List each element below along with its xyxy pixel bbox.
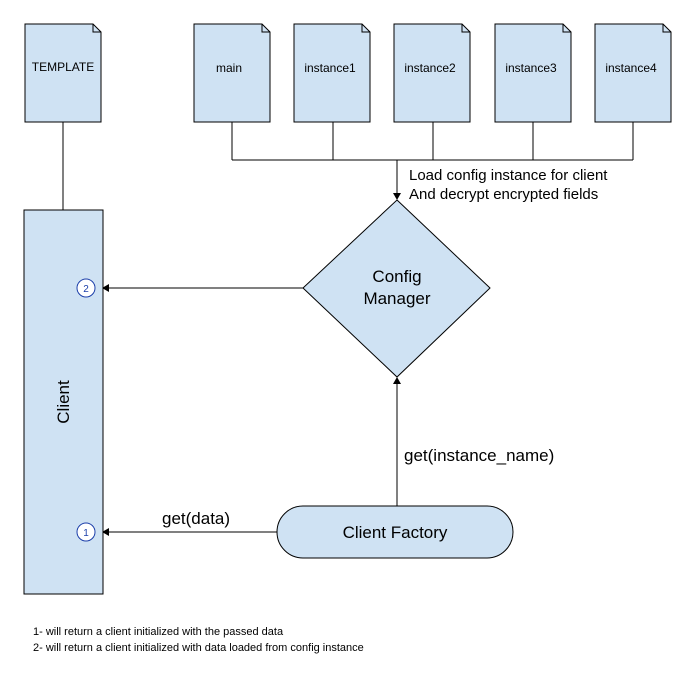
- marker-1: 1: [76, 522, 96, 542]
- config-manager-diamond: Config Manager: [302, 199, 491, 378]
- load-config-note-line2: And decrypt encrypted fields: [409, 186, 598, 203]
- template-label: TEMPLATE: [32, 60, 94, 74]
- instance4-label: instance4: [605, 61, 657, 75]
- factory-to-config-manager-arrowhead: [393, 377, 401, 384]
- load-config-note-line1: Load config instance for client: [409, 167, 608, 184]
- main-document: main: [193, 23, 271, 123]
- template-document: TEMPLATE: [24, 23, 102, 123]
- bus-to-config-manager-arrowhead: [393, 193, 401, 200]
- client-factory-label: Client Factory: [343, 523, 448, 542]
- instance2-document: instance2: [393, 23, 471, 123]
- client-factory-terminal: Client Factory: [276, 505, 514, 559]
- config-manager-label-line2: Manager: [363, 289, 430, 308]
- client-label: Client: [54, 380, 73, 424]
- factory-to-client-arrowhead: [102, 528, 109, 536]
- marker-2: 2: [76, 278, 96, 298]
- marker-1-label: 1: [83, 528, 89, 539]
- footnote-1: 1- will return a client initialized with…: [33, 626, 284, 638]
- config-manager-label-line1: Config: [372, 267, 421, 286]
- instance4-document: instance4: [594, 23, 672, 123]
- instance3-label: instance3: [505, 61, 557, 75]
- get-instance-name-label: get(instance_name): [404, 446, 554, 465]
- instance1-label: instance1: [304, 61, 356, 75]
- instance1-document: instance1: [293, 23, 371, 123]
- footnote-2: 2- will return a client initialized with…: [33, 642, 364, 654]
- instance2-label: instance2: [404, 61, 456, 75]
- instance3-document: instance3: [494, 23, 572, 123]
- get-data-label: get(data): [162, 509, 230, 528]
- main-label: main: [216, 61, 242, 75]
- config-manager-to-client-arrowhead: [102, 284, 109, 292]
- marker-2-label: 2: [83, 284, 89, 295]
